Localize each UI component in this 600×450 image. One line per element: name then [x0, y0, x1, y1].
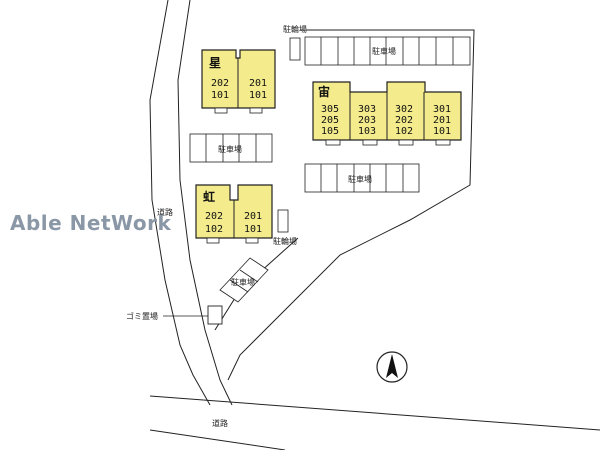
building-sora-step [398, 139, 414, 146]
road-bottom-top-edge [149, 395, 600, 431]
unit-number: 202 [211, 78, 229, 89]
building-sora-dividers [349, 92, 425, 140]
parking-lot-top-dividers [320, 37, 454, 65]
parking-lot-top [304, 36, 471, 66]
building-niji: 虹 202 102 201 101 [195, 184, 273, 244]
building-hoshi: 星 202 101 201 101 [201, 49, 276, 114]
garbage-station-box [207, 305, 223, 325]
unit-number: 103 [358, 126, 376, 137]
building-hoshi-step [214, 107, 228, 114]
unit-number: 301 [433, 104, 451, 115]
site-boundary [227, 29, 475, 381]
building-sora-step [362, 139, 378, 146]
parking-lot-right [304, 163, 420, 193]
road-right-edge [177, 0, 233, 406]
road-left-edge [149, 0, 211, 406]
building-niji-step [206, 237, 220, 244]
unit-number: 102 [205, 224, 223, 235]
building-sora: 宙 305 205 105 303 203 103 302 202 102 30… [312, 81, 462, 146]
unit-number: 101 [433, 126, 451, 137]
building-sora-step [325, 139, 341, 146]
building-hoshi-name: 星 [209, 56, 221, 70]
unit-number: 102 [395, 126, 413, 137]
parking-lots [189, 36, 471, 303]
parking-lot-right-dividers [320, 164, 404, 192]
watermark: Able NetWork [10, 211, 171, 235]
north-arrow-icon [376, 351, 408, 383]
bicycle-parking-mid-label: 駐輪場 [273, 236, 297, 246]
road-bottom-bottom-edge [149, 429, 286, 450]
unit-number: 201 [244, 211, 262, 222]
unit-number: 202 [205, 211, 223, 222]
unit-number: 105 [321, 126, 339, 137]
parking-lot-diagonal [219, 257, 269, 303]
parking-lot-left [189, 133, 273, 163]
unit-number: 302 [395, 104, 413, 115]
parking-right-label: 駐車場 [348, 174, 372, 184]
unit-number: 101 [244, 224, 262, 235]
bicycle-parking-box-mid [277, 209, 289, 233]
unit-number: 101 [211, 90, 229, 101]
unit-number: 205 [321, 115, 339, 126]
bicycle-parking-box-top [289, 37, 301, 61]
unit-number: 101 [249, 90, 267, 101]
unit-number: 305 [321, 104, 339, 115]
parking-diagonal-label: 駐車場 [231, 277, 255, 287]
unit-number: 201 [249, 78, 267, 89]
road-bottom-label: 道路 [212, 418, 228, 428]
building-hoshi-step [249, 107, 263, 114]
parking-left-label: 駐車場 [218, 144, 242, 154]
unit-number: 201 [433, 115, 451, 126]
building-niji-step [245, 237, 259, 244]
parking-top-label: 駐車場 [372, 46, 396, 56]
building-sora-step [435, 139, 451, 146]
unit-number: 303 [358, 104, 376, 115]
building-sora-name: 宙 [318, 84, 330, 99]
road-left-label: 道路 [157, 207, 173, 217]
garbage-label: ゴミ置場 [126, 311, 158, 321]
building-niji-name: 虹 [203, 189, 215, 204]
unit-number: 202 [395, 115, 413, 126]
bicycle-parking-top-label: 駐輪場 [283, 24, 307, 34]
unit-number: 203 [358, 115, 376, 126]
parking-lot-left-dividers [205, 134, 257, 162]
parking-lot-diagonal-dividers [229, 269, 259, 293]
